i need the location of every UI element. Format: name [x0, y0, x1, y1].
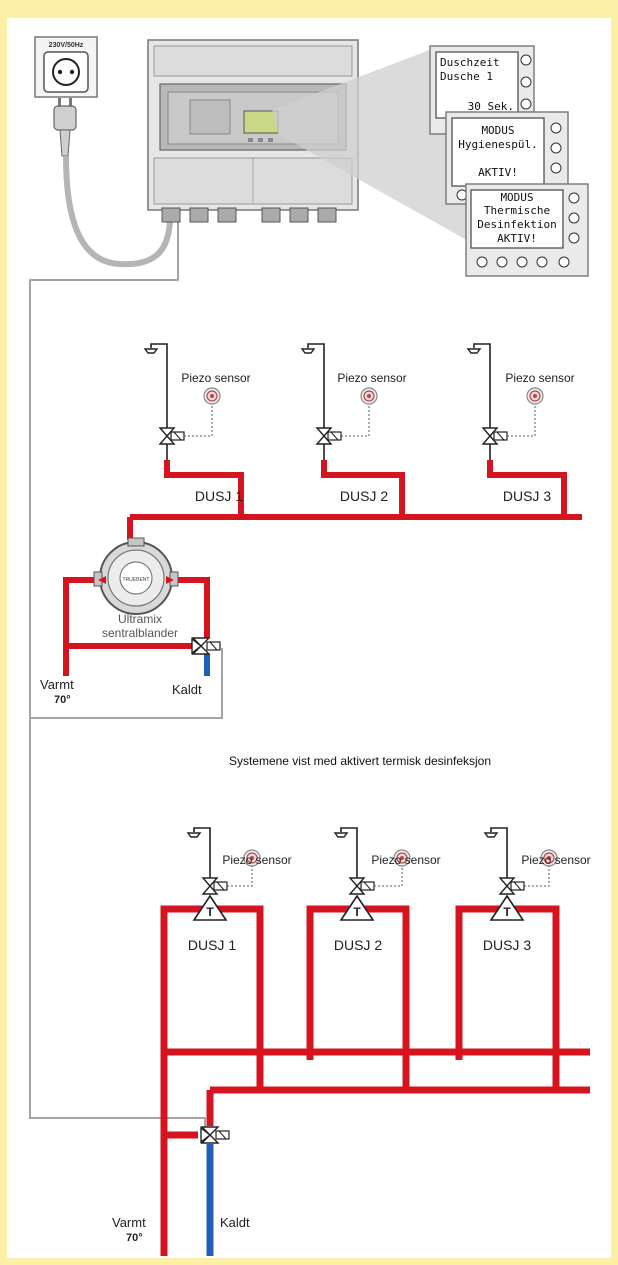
piezo-sensor-icon — [203, 387, 221, 405]
sensor-label-2: Piezo sensor — [337, 371, 406, 385]
sensor-label-3: Piezo sensor — [521, 853, 590, 867]
cold-label: Kaldt — [220, 1215, 250, 1230]
thermostat-label: T — [353, 905, 361, 919]
system-1-hot-pipes — [63, 460, 582, 676]
shower-label-3: DUSJ 3 — [503, 488, 551, 504]
sensor-label-3: Piezo sensor — [505, 371, 574, 385]
piezo-sensor-icon — [360, 387, 378, 405]
shower-label-1: DUSJ 1 — [188, 937, 236, 953]
caption: Systemene vist med aktivert termisk desi… — [229, 754, 491, 768]
outlet-rating: 230V/50Hz — [49, 42, 84, 49]
screen-1-line-1: Duschzeit — [440, 56, 500, 69]
sensor-label-1: Piezo sensor — [222, 853, 291, 867]
warm-label: Varmt — [112, 1215, 146, 1230]
piezo-sensor-icon — [526, 387, 544, 405]
system-1-shower-1 — [144, 343, 221, 460]
mixer-label-1: Ultramix — [118, 612, 162, 626]
screen-2-line-2: Hygienespül. — [458, 138, 537, 151]
screen-1-line-3: 30 Sek. — [468, 100, 514, 113]
control-line — [29, 222, 223, 1135]
shower-label-2: DUSJ 2 — [340, 488, 388, 504]
power-outlet: 230V/50Hz — [34, 36, 98, 98]
warm-temp: 70° — [54, 694, 71, 706]
display-screen-1: Duschzeit Dusche 1 30 Sek. — [429, 45, 535, 135]
warm-temp: 70° — [126, 1232, 143, 1244]
system-1-mixer: TRUEBENT — [93, 537, 179, 615]
screen-2-line-3: AKTIV! — [478, 166, 518, 179]
screen-3-line-3: Desinfektion — [477, 218, 556, 231]
system-1-shower-2 — [301, 343, 378, 460]
screen-1-line-2: Dusche 1 — [440, 70, 493, 83]
thermostat-label: T — [503, 905, 511, 919]
screen-3-line-2: Thermische — [484, 204, 550, 217]
system-2-shower-3: T — [484, 827, 558, 921]
mixer-brand: TRUEBENT — [123, 577, 150, 583]
system-2-shower-1: T — [187, 827, 261, 921]
system-2-shower-2: T — [334, 827, 411, 921]
shower-label-2: DUSJ 2 — [334, 937, 382, 953]
screen-2-line-1: MODUS — [481, 124, 514, 137]
shower-label-3: DUSJ 3 — [483, 937, 531, 953]
system-2-labels: Piezo sensor Piezo sensor Piezo sensor D… — [112, 853, 591, 1244]
sensor-label-2: Piezo sensor — [371, 853, 440, 867]
warm-label: Varmt — [40, 677, 74, 692]
display-screen-3: MODUS Thermische Desinfektion AKTIV! — [465, 183, 589, 277]
power-cable — [63, 155, 173, 268]
cold-label: Kaldt — [172, 682, 202, 697]
thermostat-label: T — [206, 905, 214, 919]
screen-3-line-4: AKTIV! — [497, 232, 537, 245]
system-1-shower-3 — [467, 343, 544, 460]
mixer-label-2: sentralblander — [102, 626, 178, 640]
sensor-label-1: Piezo sensor — [181, 371, 250, 385]
system-1-labels: Piezo sensor Piezo sensor Piezo sensor D… — [40, 371, 575, 706]
screen-3-line-1: MODUS — [500, 191, 533, 204]
shower-label-1: DUSJ 1 — [195, 488, 243, 504]
